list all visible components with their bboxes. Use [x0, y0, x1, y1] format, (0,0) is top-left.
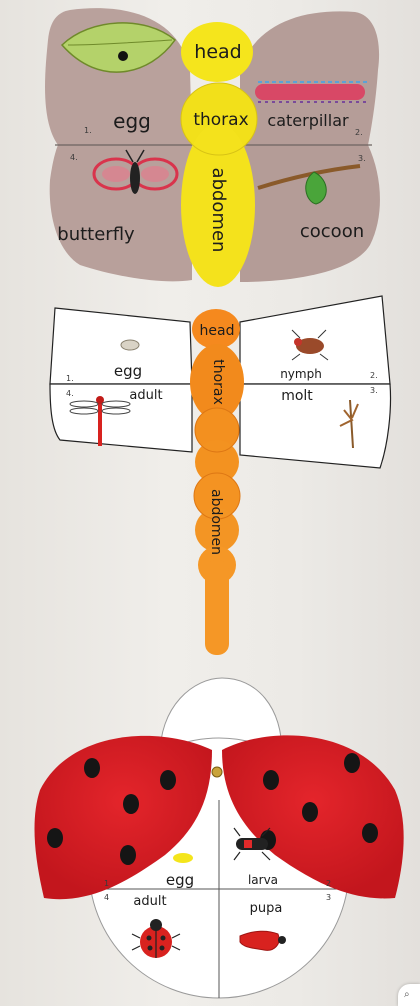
butterfly-head-label: head [194, 41, 241, 63]
ladybug-egg-drawing [173, 853, 193, 863]
butterfly-wing-bottom-left [50, 145, 192, 281]
butterfly-stage-cocoon: cocoon [300, 221, 364, 242]
ladybug-craft: egg larva pupa adult 1 2 3 4 [34, 678, 403, 998]
ladybug-brad-fastener [212, 767, 222, 777]
ladybug-stage-larva: larva [248, 873, 278, 887]
butterfly-number-3: 3. [358, 154, 366, 163]
butterfly-craft: head thorax abdomen egg caterpillar coco… [45, 8, 380, 287]
caterpillar-drawing [255, 82, 370, 102]
dragonfly-number-3: 3. [370, 386, 378, 395]
dragonfly-stage-adult: adult [129, 388, 162, 403]
dragonfly-head-label: head [200, 323, 235, 339]
dragonfly-abdomen-label: abdomen [208, 489, 224, 555]
butterfly-stage-caterpillar: caterpillar [267, 111, 349, 130]
dragonfly-number-4: 4. [66, 389, 74, 398]
dragonfly-stage-nymph: nymph [280, 367, 322, 381]
butterfly-stage-egg: egg [113, 109, 151, 133]
dragonfly-craft: head thorax abdomen egg nymph molt adult… [50, 296, 391, 655]
dragonfly-stage-egg: egg [114, 362, 142, 380]
ladybug-number-3: 3 [326, 893, 331, 902]
dragonfly-wing-bottom-right [240, 384, 391, 468]
zoom-lens-icon[interactable]: ⌕ [398, 984, 420, 1006]
ladybug-number-4: 4 [104, 893, 109, 902]
dragonfly-egg-drawing [121, 340, 139, 350]
dragonfly-number-2: 2. [370, 371, 378, 380]
butterfly-abdomen-label: abdomen [208, 168, 229, 253]
dragonfly-stage-molt: molt [281, 388, 313, 404]
butterfly-number-2: 2. [355, 128, 363, 137]
butterfly-number-4: 4. [70, 153, 78, 162]
butterfly-thorax-label: thorax [193, 110, 248, 130]
ladybug-number-2: 2 [326, 879, 331, 888]
ladybug-stage-egg: egg [166, 871, 194, 889]
pupa-end-drawing [278, 936, 286, 944]
butterfly-number-1: 1. [84, 126, 92, 135]
dragonfly-number-1: 1. [66, 374, 74, 383]
ladybug-stage-pupa: pupa [250, 901, 283, 916]
ladybug-stage-adult: adult [133, 894, 166, 909]
dragonfly-thorax-label: thorax [210, 359, 226, 405]
ladybug-number-1: 1 [104, 879, 109, 888]
butterfly-stage-butterfly: butterfly [57, 224, 135, 245]
